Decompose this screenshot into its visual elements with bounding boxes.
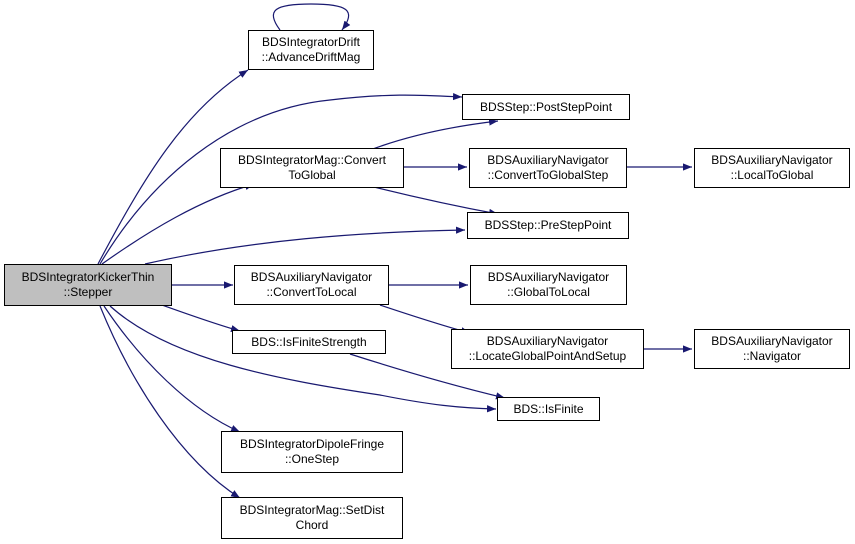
node-is-finite-strength[interactable]: BDS::IsFiniteStrength bbox=[232, 330, 386, 354]
edge-stepper-advance-drift bbox=[97, 69, 249, 265]
edge-stepper-is-finite bbox=[109, 305, 497, 413]
edge-convert-global-post-step bbox=[369, 118, 499, 151]
node-dipole-fringe-one-step[interactable]: BDSIntegratorDipoleFringe ::OneStep bbox=[221, 431, 403, 473]
edge-stepper-pre-step bbox=[144, 226, 466, 265]
node-set-dist-chord[interactable]: BDSIntegratorMag::SetDist Chord bbox=[221, 497, 403, 539]
node-convert-to-global[interactable]: BDSIntegratorMag::Convert ToGlobal bbox=[220, 148, 404, 188]
edge-stepper-finite-strength bbox=[161, 304, 241, 333]
edge-stepper-post-step bbox=[99, 92, 463, 265]
edge-convert-global-pre-step bbox=[369, 185, 499, 216]
node-global-to-local[interactable]: BDSAuxiliaryNavigator ::GlobalToLocal bbox=[470, 265, 627, 305]
edge-finite-strength-is-finite bbox=[349, 353, 506, 400]
edge-advance-drift-self bbox=[272, 3, 351, 31]
edge-stepper-convert-global bbox=[101, 183, 255, 265]
node-pre-step-point[interactable]: BDSStep::PreStepPoint bbox=[467, 212, 629, 239]
node-locate-global-point-and-setup[interactable]: BDSAuxiliaryNavigator ::LocateGlobalPoin… bbox=[451, 329, 644, 369]
node-local-to-global[interactable]: BDSAuxiliaryNavigator ::LocalToGlobal bbox=[694, 148, 850, 188]
node-post-step-point[interactable]: BDSStep::PostStepPoint bbox=[462, 94, 630, 120]
node-navigator[interactable]: BDSAuxiliaryNavigator ::Navigator bbox=[694, 329, 850, 369]
node-advance-drift-mag[interactable]: BDSIntegratorDrift ::AdvanceDriftMag bbox=[248, 30, 374, 70]
node-convert-to-global-step[interactable]: BDSAuxiliaryNavigator ::ConvertToGlobalS… bbox=[469, 148, 627, 188]
edge-stepper-dipole-fringe bbox=[103, 305, 241, 433]
node-is-finite[interactable]: BDS::IsFinite bbox=[497, 397, 600, 421]
node-convert-to-local[interactable]: BDSAuxiliaryNavigator ::ConvertToLocal bbox=[234, 265, 389, 305]
node-kicker-thin-stepper[interactable]: BDSIntegratorKickerThin ::Stepper bbox=[4, 264, 172, 306]
edge-stepper-set-dist bbox=[99, 305, 241, 499]
